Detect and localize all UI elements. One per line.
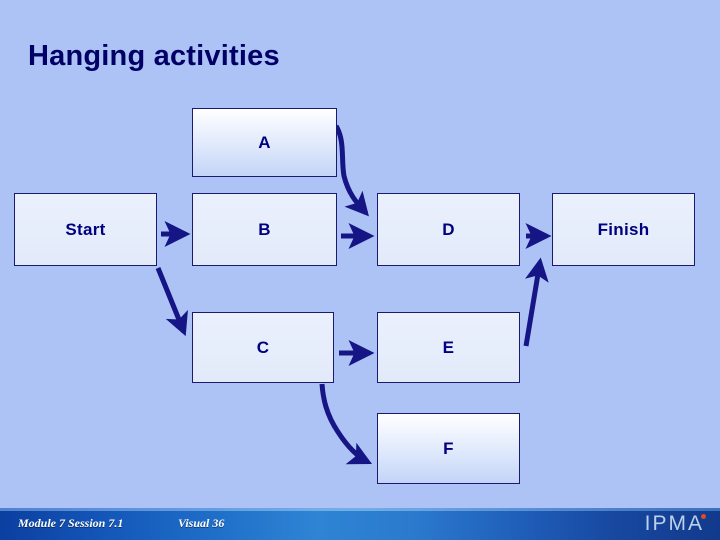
footer-module-text: Module 7 Session 7.1 [18, 516, 124, 530]
node-d[interactable]: D [377, 193, 520, 266]
arrow-c-to-f [319, 383, 373, 465]
node-d-label: D [442, 219, 455, 239]
footer-visual-text: Visual 36 [178, 516, 225, 530]
arrow-a-to-d [333, 124, 369, 217]
node-f-label: F [443, 438, 454, 458]
arrow-start-to-c [155, 267, 188, 337]
node-start-label: Start [65, 219, 106, 239]
node-e-label: E [442, 337, 455, 357]
ipma-logo: IPMA [644, 512, 704, 535]
node-c[interactable]: C [192, 312, 334, 383]
node-start[interactable]: Start [14, 193, 157, 266]
node-a[interactable]: A [192, 108, 337, 177]
node-e[interactable]: E [377, 312, 520, 383]
node-b-label: B [258, 219, 271, 239]
arrow-e-to-finish [523, 257, 549, 347]
node-finish-label: Finish [597, 219, 650, 239]
node-f[interactable]: F [377, 413, 520, 484]
node-b[interactable]: B [192, 193, 337, 266]
node-c-label: C [256, 337, 270, 357]
footer-bar: Module 7 Session 7.1 Visual 36 IPMA [0, 508, 720, 540]
node-a-label: A [258, 132, 271, 152]
node-finish[interactable]: Finish [552, 193, 695, 266]
ipma-logo-dot-icon [701, 514, 706, 519]
page-title: Hanging activities [28, 40, 280, 72]
